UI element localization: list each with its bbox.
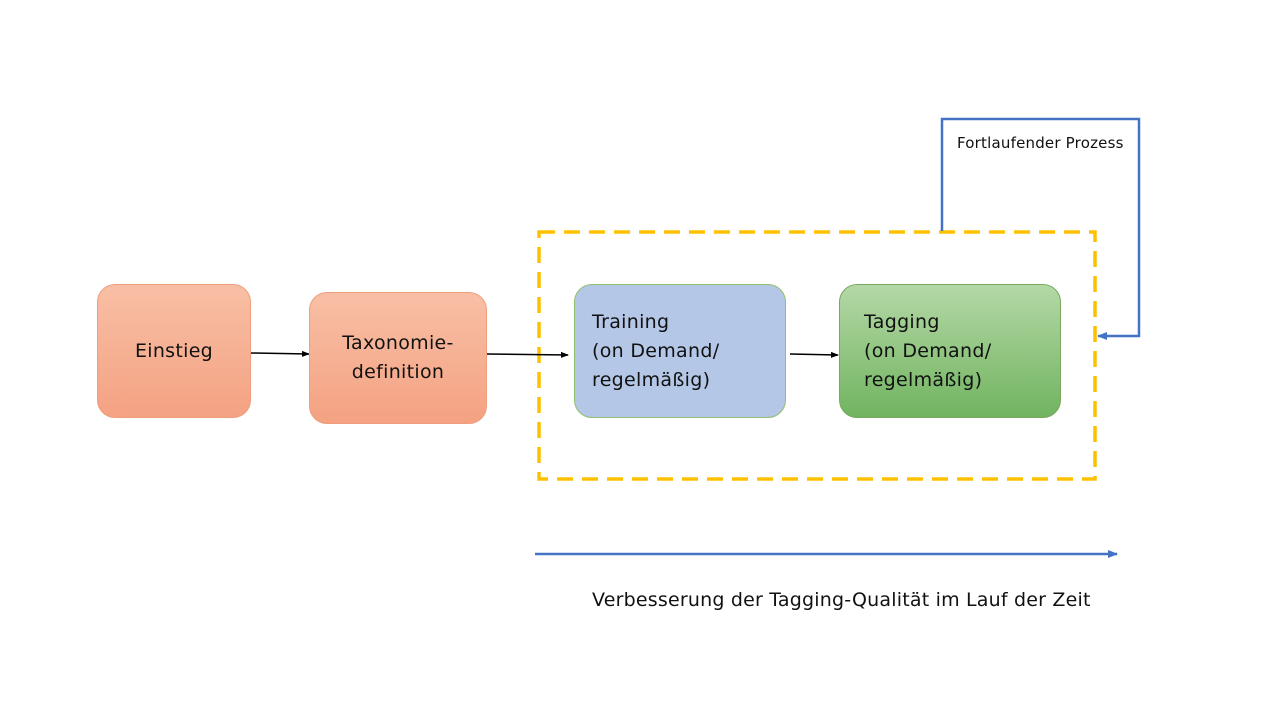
node-taxonomie-line-2: definition xyxy=(351,361,445,383)
node-tagging-line-1: Tagging xyxy=(864,310,940,333)
node-training-line-1: Training xyxy=(592,310,670,333)
node-einstieg: Einstieg xyxy=(97,284,251,418)
node-taxonomiedefinition: Taxonomie- definition xyxy=(309,292,487,424)
node-tagging: Tagging (on Demand/ regelmäßig) xyxy=(839,284,1061,418)
node-taxonomie-line-1: Taxonomie- xyxy=(342,332,454,354)
node-training-line-2: (on Demand/ xyxy=(592,339,720,362)
node-einstieg-line-1: Einstieg xyxy=(134,339,214,362)
node-training: Training (on Demand/ regelmäßig) xyxy=(574,284,786,418)
quality-improvement-label: Verbesserung der Tagging-Qualität im Lau… xyxy=(592,589,1091,611)
arrow-taxonomie-to-training xyxy=(486,351,569,358)
continuous-process-loop-arrow xyxy=(940,117,1141,340)
node-training-line-3: regelmäßig) xyxy=(592,368,711,391)
node-tagging-line-3: regelmäßig) xyxy=(864,368,983,391)
iterative-phase-frame xyxy=(537,230,1097,481)
arrow-einstieg-to-taxonomie xyxy=(250,350,310,357)
continuous-process-label: Fortlaufender Prozess xyxy=(957,134,1124,152)
node-tagging-line-2: (on Demand/ xyxy=(864,339,992,362)
arrow-training-to-tagging xyxy=(789,351,839,358)
